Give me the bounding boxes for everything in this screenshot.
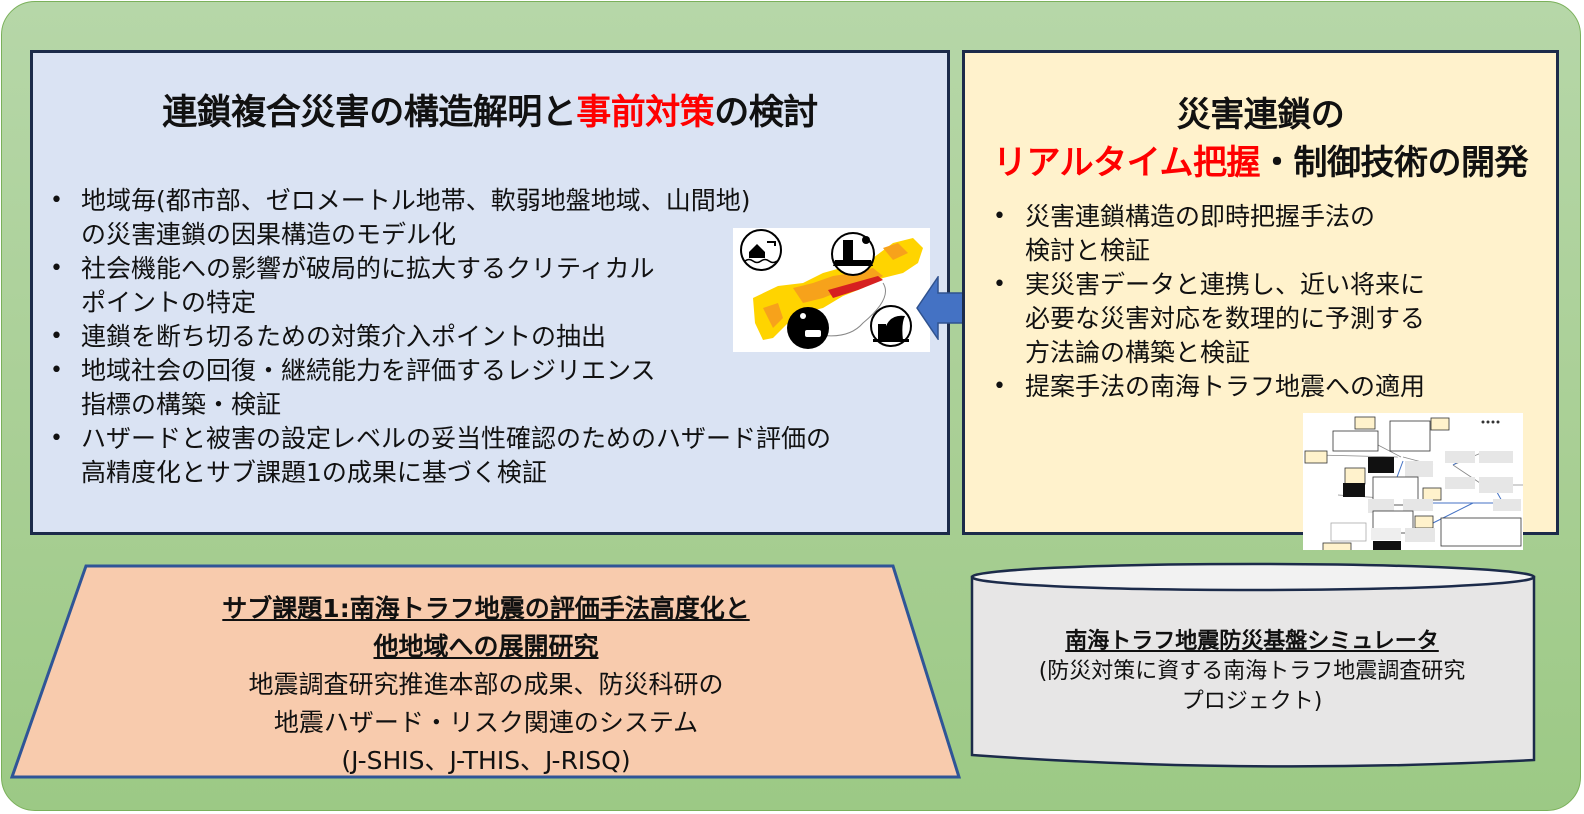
subtask-heading-2: 他地域への展開研究 [373, 632, 599, 661]
list-item: 実災害データと連携し、近い将来に必要な災害対応を数理的に予測する方法論の構築と検… [965, 268, 1555, 370]
left-bullet-list: 地域毎(都市部、ゼロメートル地帯、軟弱地盤地域、山間地)の災害連鎖の因果構造のモ… [33, 184, 933, 490]
list-item: 地域毎(都市部、ゼロメートル地帯、軟弱地盤地域、山間地)の災害連鎖の因果構造のモ… [33, 184, 933, 252]
structure-analysis-panel: 連鎖複合災害の構造解明と事前対策の検討 地域毎(都市部、ゼロメートル地帯、軟弱地… [30, 50, 950, 535]
hazard-map-image [733, 228, 930, 352]
list-item: ハザードと被害の設定レベルの妥当性確認のためのハザード評価の高精度化とサブ課題1… [33, 422, 933, 490]
title-text-end: の検討 [714, 93, 818, 133]
subtask-heading: サブ課題1:南海トラフ地震の評価手法高度化と [222, 594, 750, 623]
list-item: 提案手法の南海トラフ地震への適用 [965, 370, 1555, 404]
right-panel-title: 災害連鎖の リアルタイム把握・制御技術の開発 [993, 95, 1528, 183]
subtask-trapezoid [10, 564, 962, 779]
title-text: 連鎖複合災害の構造解明と [162, 93, 577, 133]
simulator-text: 南海トラフ地震防災基盤シミュレータ (防災対策に資する南海トラフ地震調査研究 プ… [1038, 629, 1466, 714]
subtask-text: サブ課題1:南海トラフ地震の評価手法高度化と 他地域への展開研究 地震調査研究推… [222, 594, 750, 775]
flood-house-icon [740, 229, 782, 271]
title-highlight: 事前対策 [576, 93, 715, 133]
title-highlight: リアルタイム把握 [993, 143, 1260, 183]
realtime-control-panel: 災害連鎖の リアルタイム把握・制御技術の開発 災害連鎖構造の即時把握手法の検討と… [962, 50, 1559, 535]
simulator-heading: 南海トラフ地震防災基盤シミュレータ [1065, 629, 1439, 654]
landslide-car-icon [787, 307, 829, 349]
simulator-cylinder [970, 562, 1536, 768]
tsunami-building-icon [870, 305, 912, 347]
building-collapse-icon [831, 232, 875, 276]
disaster-chain-diagram-image [1303, 413, 1538, 552]
list-item: 連鎖を断ち切るための対策介入ポイントの抽出 [33, 320, 933, 354]
left-panel-title: 連鎖複合災害の構造解明と事前対策の検討 [33, 91, 947, 135]
